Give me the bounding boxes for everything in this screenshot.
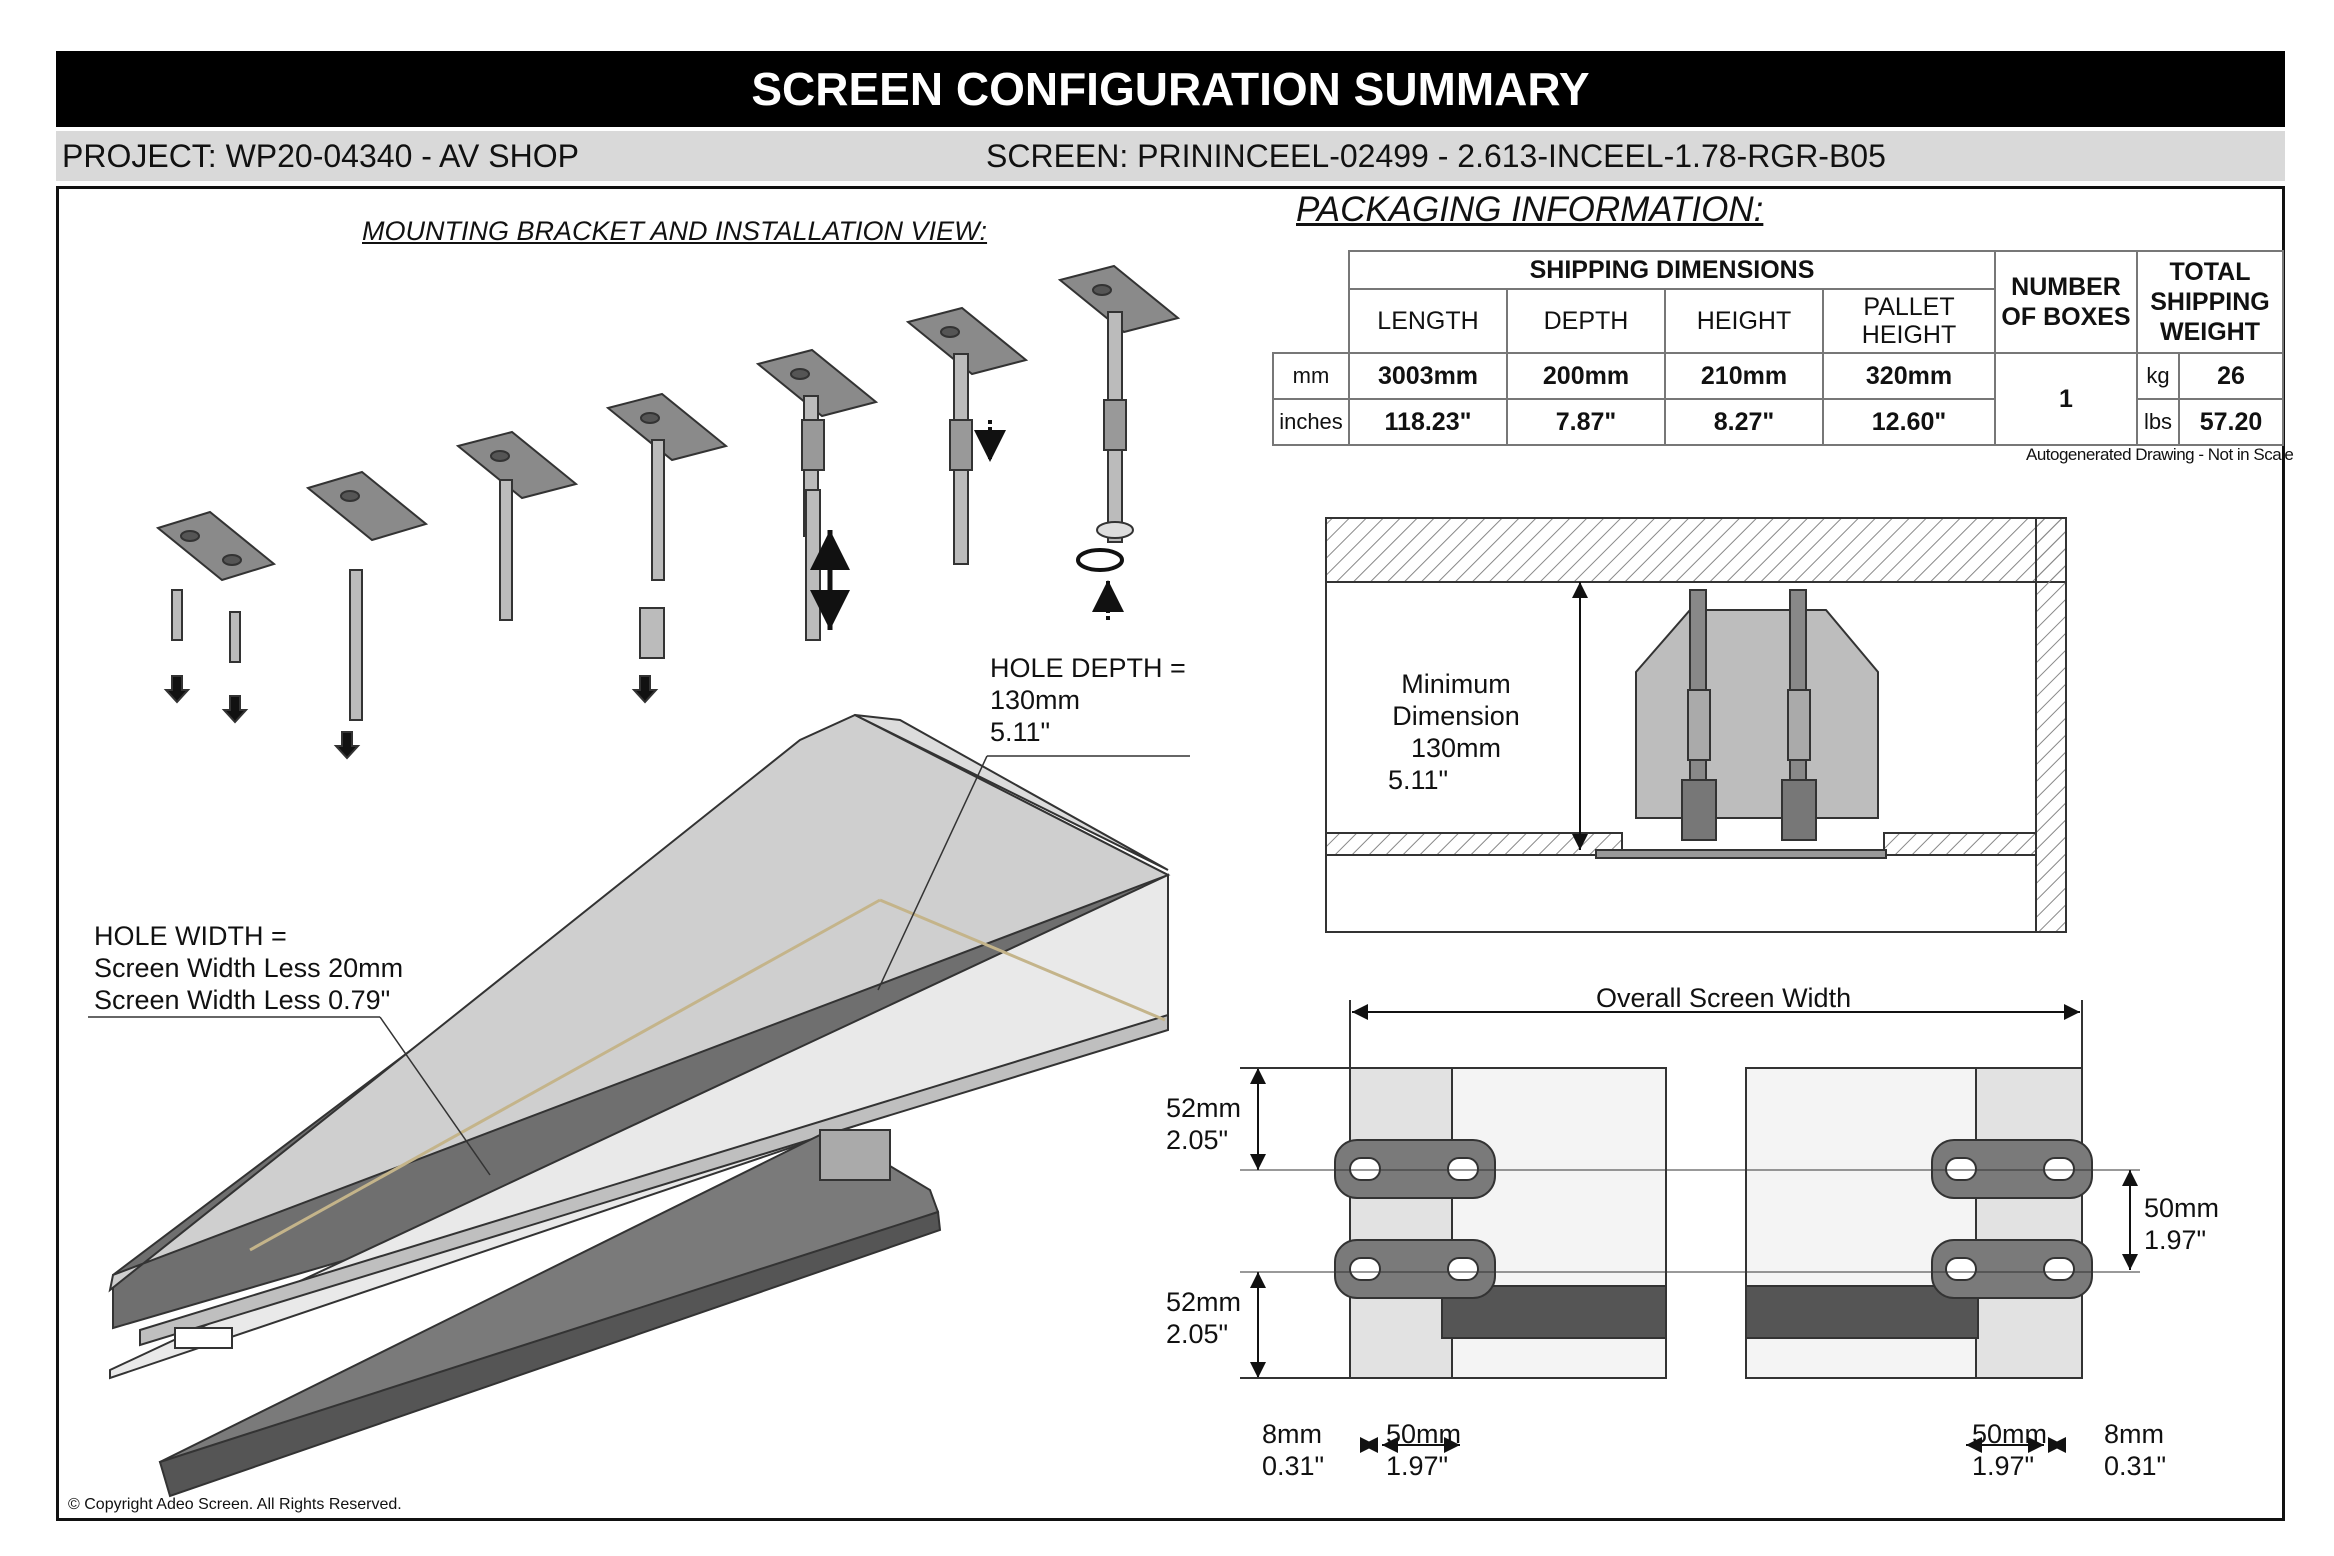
packaging-table: SHIPPING DIMENSIONS NUMBER OF BOXES TOTA… bbox=[1272, 250, 2284, 446]
bracket-step-3 bbox=[455, 430, 579, 621]
length-header: LENGTH bbox=[1348, 288, 1508, 354]
mounting-view-title: MOUNTING BRACKET AND INSTALLATION VIEW: bbox=[362, 216, 988, 246]
left-50-mm: 50mm bbox=[1386, 1419, 1462, 1449]
depth-mm: 200mm bbox=[1506, 352, 1666, 400]
screen-label: SCREEN: PRININCEEL-02499 - 2.613-INCEEL-… bbox=[986, 138, 1886, 174]
bracket-sequence bbox=[155, 264, 1181, 760]
left-8-label: 8mm 0.31" bbox=[1262, 1418, 1324, 1482]
plan-view bbox=[1240, 1000, 2140, 1453]
overall-width-label: Overall Screen Width bbox=[1596, 983, 1852, 1013]
right-50-mm: 50mm bbox=[1972, 1419, 2048, 1449]
weight-kg: 26 bbox=[2178, 352, 2284, 400]
drawing-frame bbox=[56, 186, 2285, 1521]
min-dim-line3: 5.11" bbox=[1388, 765, 1449, 795]
bracket-step-7 bbox=[1057, 264, 1181, 620]
height-header: HEIGHT bbox=[1664, 288, 1824, 354]
height-in: 8.27" bbox=[1664, 398, 1824, 446]
left-8-in: 0.31" bbox=[1262, 1451, 1325, 1481]
depth-header: DEPTH bbox=[1506, 288, 1666, 354]
weight-unit-kg: kg bbox=[2136, 352, 2180, 400]
bracket-step-4 bbox=[605, 392, 729, 704]
info-bar: PROJECT: WP20-04340 - AV SHOP SCREEN: PR… bbox=[56, 131, 2285, 181]
ceiling-isometric bbox=[108, 713, 1171, 1498]
length-in: 118.23" bbox=[1348, 398, 1508, 446]
boxes-header: NUMBER OF BOXES bbox=[1994, 250, 2138, 354]
top-dim-mm: 52mm bbox=[1166, 1093, 1242, 1123]
hole-depth-line2: 130mm bbox=[990, 685, 1081, 715]
section-view bbox=[1325, 517, 2067, 933]
depth-in: 7.87" bbox=[1506, 398, 1666, 446]
top-dim-label: 52mm 2.05" bbox=[1166, 1092, 1241, 1156]
hole-width-line1: HOLE WIDTH = bbox=[94, 921, 287, 951]
bottom-dim-mm: 52mm bbox=[1166, 1287, 1242, 1317]
min-dim-line2: 130mm bbox=[1410, 733, 1502, 763]
hole-depth-line3: 5.11" bbox=[990, 717, 1051, 747]
hole-width-label: HOLE WIDTH = Screen Width Less 20mm Scre… bbox=[94, 920, 403, 1016]
top-dim-in: 2.05" bbox=[1166, 1125, 1229, 1155]
boxes-value: 1 bbox=[1994, 352, 2138, 446]
min-dimension-label: Minimum Dimension 130mm 5.11" bbox=[1336, 668, 1576, 796]
min-dim-line1: Minimum Dimension bbox=[1392, 669, 1520, 731]
weight-header: TOTAL SHIPPING WEIGHT bbox=[2136, 250, 2284, 354]
hole-depth-label: HOLE DEPTH = 130mm 5.11" bbox=[990, 652, 1186, 748]
unit-mm: mm bbox=[1272, 352, 1350, 400]
hole-width-line2: Screen Width Less 20mm bbox=[94, 953, 404, 983]
hole-depth-line1: HOLE DEPTH = bbox=[990, 653, 1186, 683]
right-8-mm: 8mm bbox=[2104, 1419, 2164, 1449]
right-dim-in: 1.97" bbox=[2144, 1225, 2207, 1255]
bracket-step-1 bbox=[155, 510, 277, 724]
bottom-dim-label: 52mm 2.05" bbox=[1166, 1286, 1241, 1350]
right-50-label: 50mm 1.97" bbox=[1972, 1418, 2047, 1482]
right-dim-label: 50mm 1.97" bbox=[2144, 1192, 2219, 1256]
length-mm: 3003mm bbox=[1348, 352, 1508, 400]
pallet-mm: 320mm bbox=[1822, 352, 1996, 400]
bracket-step-6 bbox=[905, 306, 1029, 565]
bottom-dim-in: 2.05" bbox=[1166, 1319, 1229, 1349]
right-8-in: 0.31" bbox=[2104, 1451, 2167, 1481]
right-dim-mm: 50mm bbox=[2144, 1193, 2220, 1223]
left-50-label: 50mm 1.97" bbox=[1386, 1418, 1461, 1482]
right-8-label: 8mm 0.31" bbox=[2104, 1418, 2166, 1482]
summary-title: SCREEN CONFIGURATION SUMMARY bbox=[56, 51, 2285, 127]
weight-unit-lbs: lbs bbox=[2136, 398, 2180, 446]
pallet-in: 12.60" bbox=[1822, 398, 1996, 446]
left-8-mm: 8mm bbox=[1262, 1419, 1322, 1449]
pallet-height-header: PALLET HEIGHT bbox=[1822, 288, 1996, 354]
right-50-in: 1.97" bbox=[1972, 1451, 2035, 1481]
project-label: PROJECT: WP20-04340 - AV SHOP bbox=[62, 138, 579, 174]
shipping-dimensions-header: SHIPPING DIMENSIONS bbox=[1348, 250, 1996, 290]
height-mm: 210mm bbox=[1664, 352, 1824, 400]
copyright-notice: © Copyright Adeo Screen. All Rights Rese… bbox=[68, 1496, 402, 1513]
bracket-step-5 bbox=[755, 348, 879, 641]
left-50-in: 1.97" bbox=[1386, 1451, 1449, 1481]
hole-width-line3: Screen Width Less 0.79" bbox=[94, 985, 391, 1015]
leader-lines bbox=[88, 755, 1190, 1176]
bracket-step-2 bbox=[305, 470, 429, 760]
autogen-note: Autogenerated Drawing - Not in Scale bbox=[2026, 445, 2294, 464]
packaging-title: PACKAGING INFORMATION: bbox=[1296, 190, 1764, 229]
weight-lbs: 57.20 bbox=[2178, 398, 2284, 446]
unit-inches: inches bbox=[1272, 398, 1350, 446]
